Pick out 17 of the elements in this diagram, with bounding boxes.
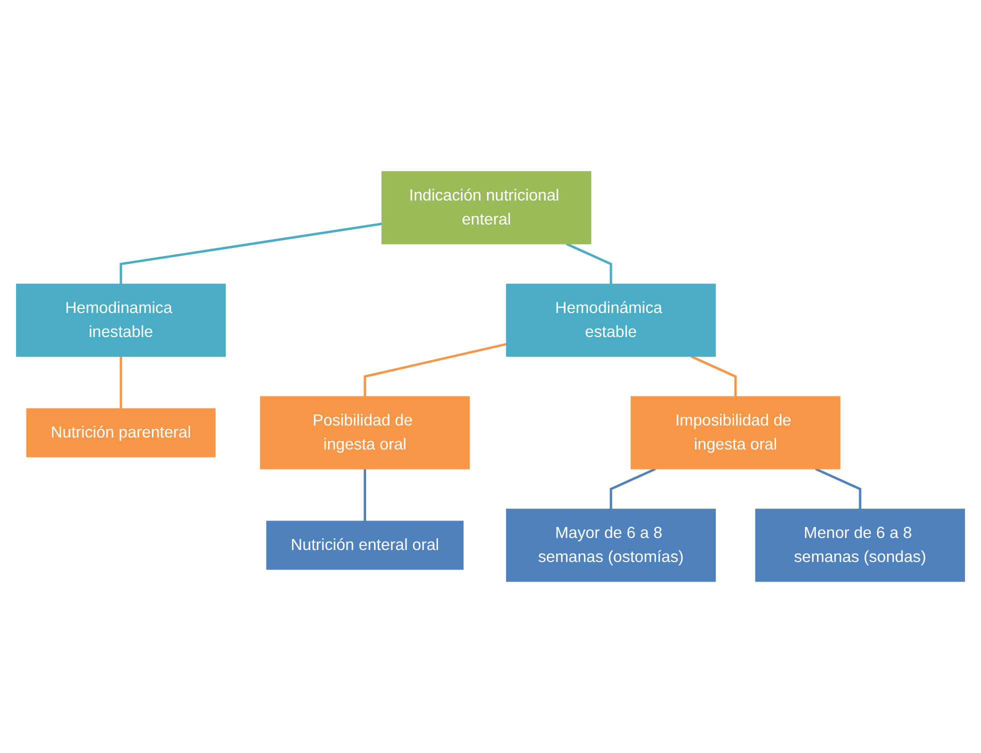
connector (610, 468, 656, 510)
connector (364, 468, 366, 522)
node-box: Hemodinámica estable (506, 284, 716, 357)
node-box: Nutrición enteral oral (266, 520, 464, 570)
node-box: Hemodinamica inestable (16, 284, 226, 357)
node-box: Imposibilidad de ingesta oral (630, 396, 840, 470)
connector (120, 222, 382, 284)
connector (690, 355, 737, 397)
connector (566, 242, 612, 284)
node-box: Posibilidad de ingesta oral (260, 396, 470, 470)
connector (815, 468, 862, 510)
connector (120, 356, 122, 409)
node-box: Mayor de 6 a 8 semanas (ostomías) (506, 508, 716, 582)
node-box: Menor de 6 a 8 semanas (sondas) (755, 508, 965, 582)
node-box: Indicación nutricional enteral (382, 171, 592, 244)
node-box: Nutrición parenteral (26, 408, 216, 458)
connector (364, 342, 507, 397)
